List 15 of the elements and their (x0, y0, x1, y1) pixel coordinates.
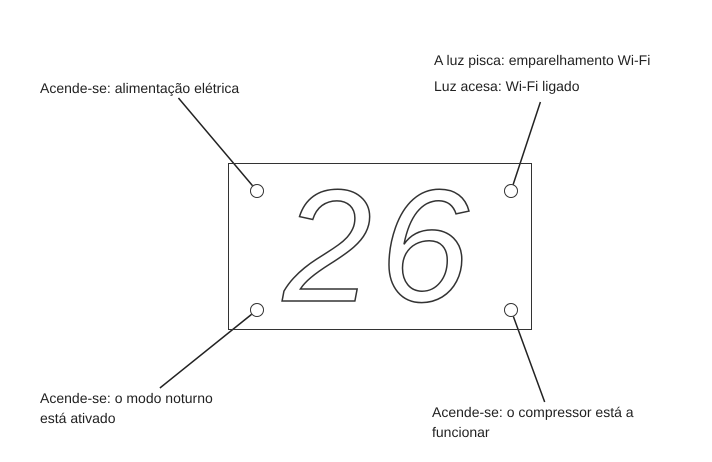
leader-line (512, 316, 546, 402)
indicator-light (504, 184, 518, 198)
indicator-light (250, 303, 264, 317)
leader-line (159, 314, 252, 389)
callout-text: Acende-se: alimentação elétrica (40, 78, 300, 98)
callout-text: Luz acesa: Wi-Fi ligado (434, 77, 581, 96)
display-panel (228, 163, 532, 330)
indicator-light (504, 303, 518, 317)
temperature-digits: 26 (280, 156, 478, 336)
callout-text: A luz pisca: emparelhamento Wi-Fi (434, 51, 652, 70)
callout-text: Acende-se: o modo noturno está ativado (40, 388, 230, 428)
callout-text: Acende-se: o compressor está a funcionar (432, 402, 672, 442)
leader-line (178, 98, 254, 186)
leader-line (512, 102, 542, 185)
indicator-light (250, 184, 264, 198)
